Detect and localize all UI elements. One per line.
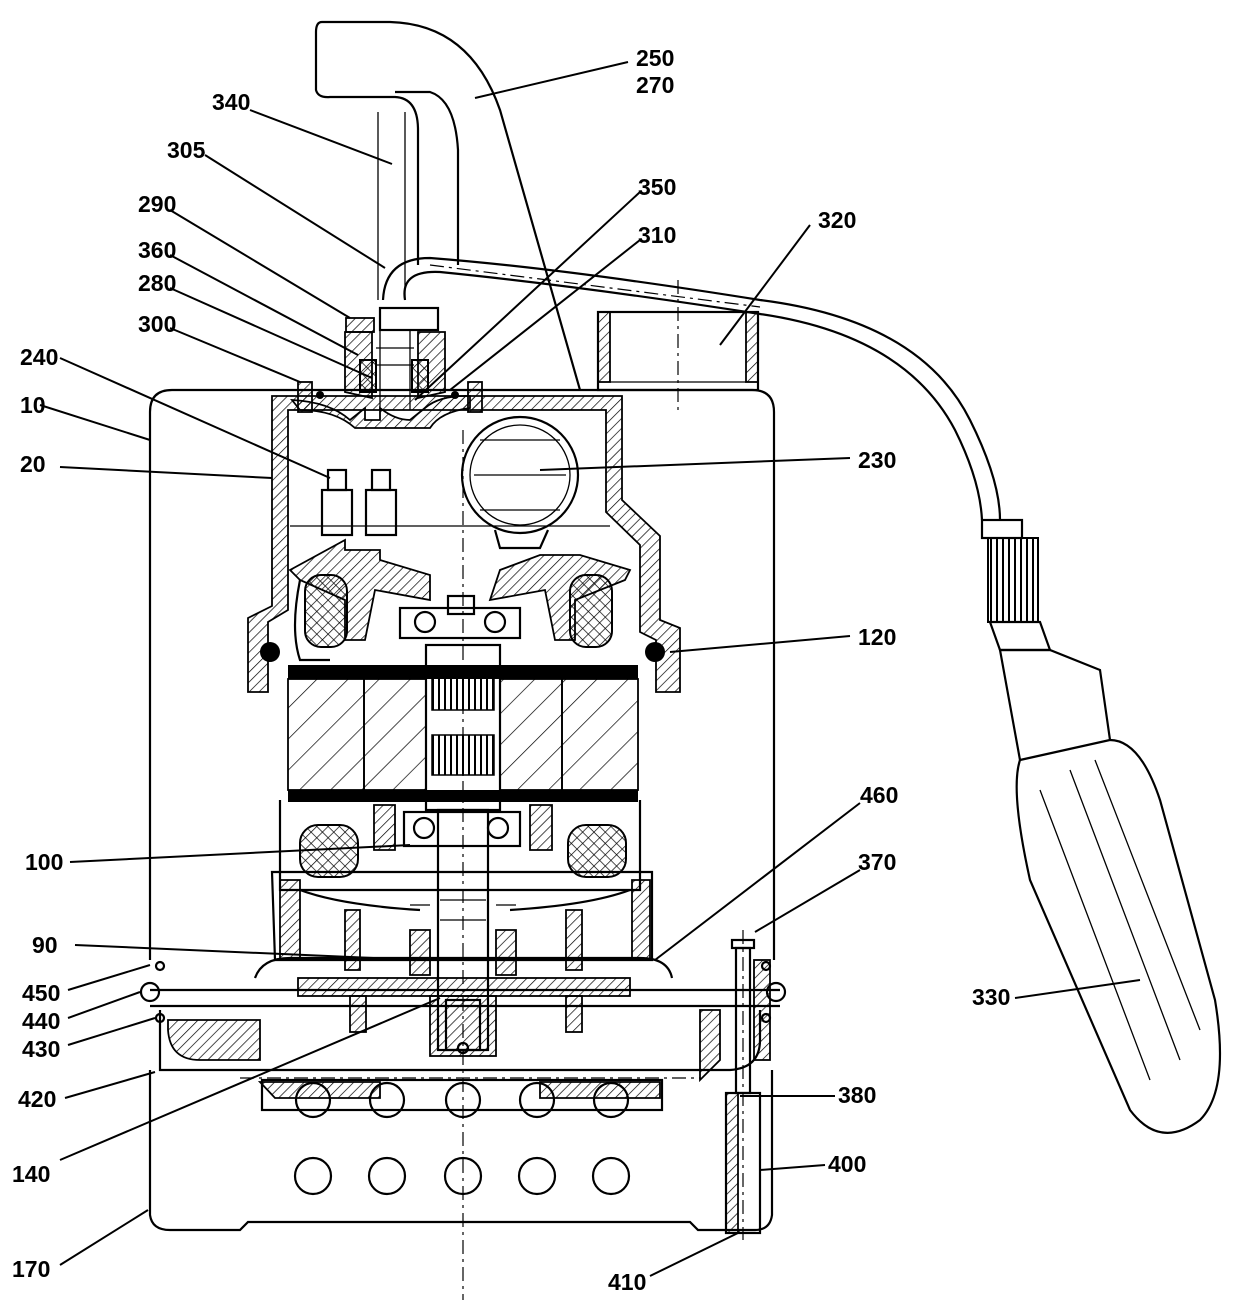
label-440: 440 — [22, 1008, 60, 1034]
outer-housing — [148, 280, 776, 960]
label-340: 340 — [212, 89, 250, 115]
label-230: 230 — [858, 447, 896, 473]
float-switch — [980, 518, 1222, 1134]
assembly-bolt — [724, 930, 771, 1240]
impeller — [297, 977, 631, 1057]
carry-handle — [314, 20, 582, 391]
label-10: 10 — [20, 392, 46, 418]
label-140: 140 — [12, 1161, 50, 1187]
label-320: 320 — [818, 207, 856, 233]
label-350: 350 — [638, 174, 676, 200]
label-380: 380 — [838, 1082, 876, 1108]
base-strainer — [148, 1070, 774, 1232]
label-450: 450 — [22, 980, 60, 1006]
label-280: 280 — [138, 270, 176, 296]
label-430: 430 — [22, 1036, 60, 1062]
capacitor — [460, 415, 580, 550]
upper-windings — [293, 574, 613, 662]
label-90: 90 — [32, 932, 58, 958]
label-120: 120 — [858, 624, 896, 650]
rotor-shaft — [424, 430, 502, 1300]
motor-housing — [247, 395, 681, 693]
label-360: 360 — [138, 237, 176, 263]
label-305: 305 — [167, 137, 206, 163]
part-labels: 250 270 340 305 350 290 310 320 360 280 … — [12, 45, 1010, 1295]
stator — [287, 665, 639, 802]
label-270: 270 — [636, 72, 674, 98]
label-100: 100 — [25, 849, 63, 875]
pump-body-seal — [270, 870, 654, 976]
cable-gland — [297, 306, 483, 413]
label-250: 250 — [636, 45, 674, 71]
label-410: 410 — [608, 1269, 646, 1295]
label-310: 310 — [638, 222, 676, 248]
label-290: 290 — [138, 191, 176, 217]
label-460: 460 — [860, 782, 898, 808]
label-20: 20 — [20, 451, 46, 477]
label-240: 240 — [20, 344, 58, 370]
label-300: 300 — [138, 311, 176, 337]
label-370: 370 — [858, 849, 896, 875]
lower-bearing — [278, 800, 642, 892]
leader-lines — [39, 61, 1141, 1277]
label-170: 170 — [12, 1256, 50, 1282]
label-330: 330 — [972, 984, 1010, 1010]
terminal-block — [290, 468, 610, 537]
label-400: 400 — [828, 1151, 866, 1177]
label-420: 420 — [18, 1086, 56, 1112]
float-cable — [381, 256, 1002, 521]
